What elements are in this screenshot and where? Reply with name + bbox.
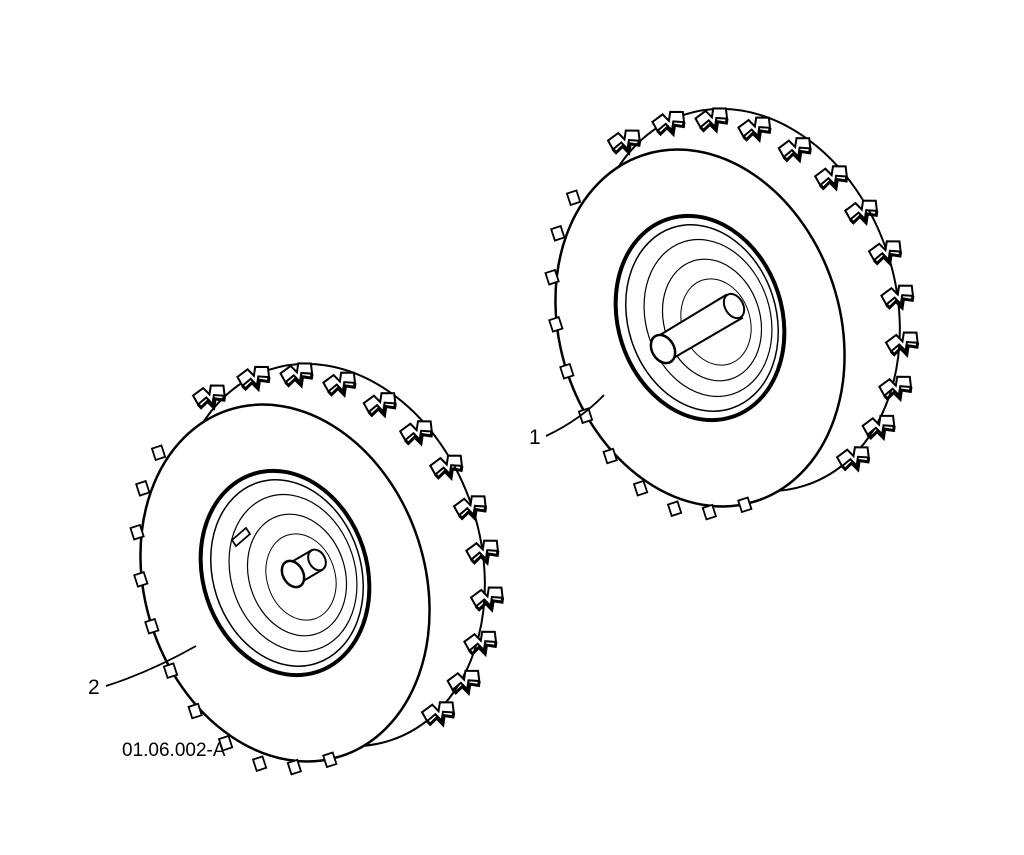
leader-line-2 (105, 645, 197, 687)
figure-id-label: 01.06.002-A (122, 740, 226, 761)
leader-line-1 (545, 394, 605, 437)
callout-2: 2 (88, 645, 197, 699)
callout-label-2: 2 (88, 676, 100, 699)
axle-left (280, 548, 327, 589)
wheel-left (129, 358, 509, 776)
callout-label-1: 1 (529, 426, 541, 449)
valve-stem (230, 526, 252, 548)
callout-1: 1 (529, 394, 605, 449)
axle-right (649, 292, 746, 365)
wheel-right (544, 103, 924, 521)
